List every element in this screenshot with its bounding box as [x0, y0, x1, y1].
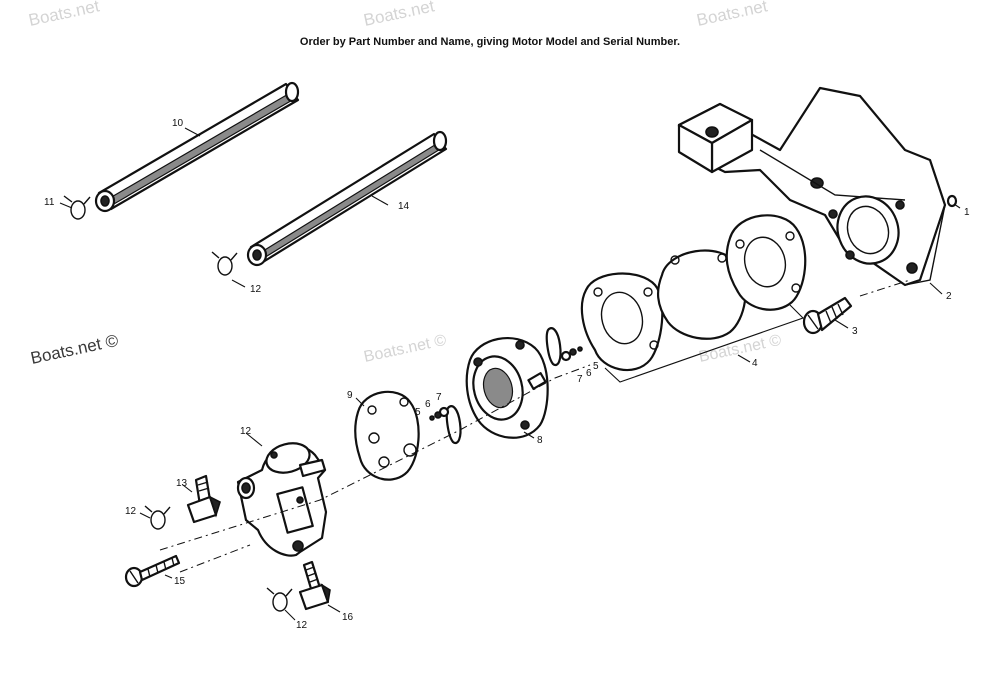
hose-clamp-12-middle: [211, 251, 238, 276]
callout-10: 12: [240, 426, 252, 437]
callout-14: 15: [174, 576, 186, 587]
callout-9: 9: [347, 390, 353, 401]
pump-cover-10: [236, 442, 328, 557]
assembly-axis-line: [159, 364, 591, 551]
callout-3: 3: [852, 326, 858, 337]
callout-8: 8: [537, 435, 543, 446]
callout-2: 2: [946, 291, 952, 302]
screw-14: [124, 554, 181, 588]
assembly-axis-line: [179, 544, 251, 573]
callout-7: 7: [577, 374, 583, 385]
watermark: Boats.net: [27, 0, 101, 30]
watermark-strong: Boats.net ©: [29, 331, 121, 368]
callout-15: 14: [398, 201, 410, 212]
valve-parts-5-6-7-lower: [429, 405, 462, 445]
diaphragm-gasket-set-4: [580, 214, 807, 383]
hose-15: [246, 130, 448, 267]
hose-clamp-12-lower-left: [144, 505, 171, 530]
gasket-9: [354, 390, 420, 481]
header-instruction: Order by Part Number and Name, giving Mo…: [300, 36, 680, 48]
elbow-fitting-11: [186, 474, 221, 524]
callout-12: 12: [125, 506, 137, 517]
callout-5: 5: [415, 407, 421, 418]
mounting-bracket-2: [677, 86, 947, 287]
fuel-fitting-16: [298, 560, 331, 611]
callout-12: 11: [44, 197, 55, 208]
hose-clamp-12-bottom: [266, 587, 293, 612]
watermark: Boats.net ©: [362, 332, 448, 366]
callout-6: 6: [586, 368, 592, 379]
assembly-axis-line: [859, 279, 911, 297]
watermark: Boats.net: [362, 0, 436, 30]
valve-parts-5-6-7-upper: [545, 327, 583, 367]
callout-6: 6: [425, 399, 431, 410]
callout-1: 1: [964, 207, 970, 218]
hose-clamp-12-upper: [63, 195, 91, 220]
callout-7: 7: [436, 392, 442, 403]
callout-13: 10: [172, 118, 184, 129]
hose-13: [94, 81, 300, 213]
callout-4: 4: [752, 358, 758, 369]
callout-12: 12: [250, 284, 262, 295]
watermark: Boats.net: [695, 0, 769, 30]
screw-3: [802, 296, 853, 335]
callout-12: 12: [296, 620, 308, 631]
callout-11: 13: [176, 478, 188, 489]
dowel-pin-1: [946, 194, 958, 208]
pump-body-8: [465, 337, 549, 439]
callout-5: 5: [593, 361, 599, 372]
callout-16: 16: [342, 612, 354, 623]
